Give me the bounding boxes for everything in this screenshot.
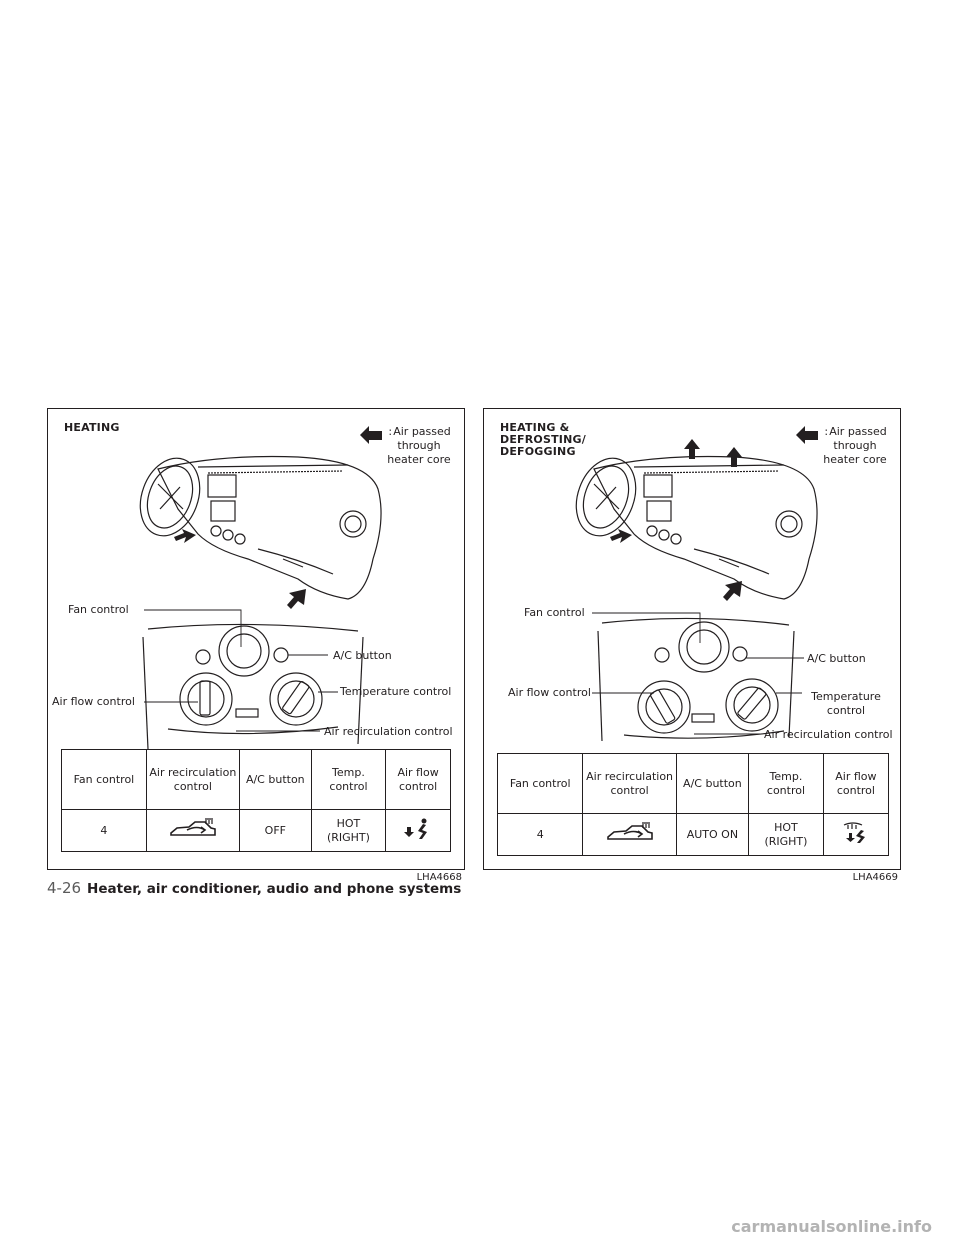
callout-temperature-control: Temperature control (811, 690, 881, 717)
legend: :Air passed through heater core (796, 425, 890, 467)
header-air-recirculation-control: Air recirculation control (145, 749, 240, 810)
diagram-panel-heating-defrosting: HEATING & DEFROSTING/ DEFOGGING :Air pas… (483, 408, 901, 883)
cell-ac-value: OFF (238, 809, 312, 852)
heated-air-arrow-icon (796, 426, 818, 444)
header-air-flow-control: Air flow control (822, 753, 890, 814)
cell-recirc-value (582, 813, 677, 856)
cell-recirc-value (145, 809, 240, 852)
cell-airflow-value (385, 809, 451, 852)
header-air-recirculation-control: Air recirculation control (582, 753, 677, 814)
callout-fan-control: Fan control (68, 603, 129, 616)
foot-defrost-vent-icon (843, 821, 865, 843)
header-fan-control: Fan control (496, 753, 584, 814)
cell-airflow-value (822, 813, 890, 856)
cell-fan-value: 4 (61, 809, 147, 852)
watermark: carmanualsonline.info (731, 1217, 932, 1236)
foot-vent-icon (404, 818, 428, 839)
callout-air-flow-control: Air flow control (508, 686, 591, 699)
table-row: 4 AUTO ON HOT (RIGHT) (496, 813, 890, 856)
callout-temperature-control: Temperature control (340, 685, 452, 698)
callout-air-flow-control: Air flow control (52, 695, 135, 708)
header-ac-button: A/C button (675, 753, 750, 814)
header-fan-control: Fan control (61, 749, 147, 810)
legend-text: Air passed through heater core (387, 425, 451, 466)
page-footer: 4-26 Heater, air conditioner, audio and p… (47, 878, 461, 897)
legend-text: Air passed through heater core (823, 425, 887, 466)
diagram-panel-heating: HEATING :Air passed through heater core … (47, 408, 465, 883)
dashboard-illustration (139, 455, 382, 750)
figure-code: LHA4668 (416, 872, 462, 883)
recirculation-off-icon (606, 821, 653, 840)
callout-air-recirculation-control: Air recirculation control (324, 725, 453, 738)
header-temp-control: Temp. control (748, 753, 824, 814)
cell-temp-value: HOT (RIGHT) (748, 813, 824, 856)
settings-table: Fan control Air recirculation control A/… (61, 749, 451, 852)
callout-air-recirculation-control: Air recirculation control (764, 728, 893, 741)
section-heading: HEATING & DEFROSTING/ DEFOGGING (500, 421, 586, 458)
dashboard-illustration (575, 439, 818, 742)
cell-ac-value: AUTO ON (675, 813, 750, 856)
heated-air-arrow-icon (360, 426, 382, 444)
cell-fan-value: 4 (496, 813, 584, 856)
recirculation-off-icon (170, 817, 216, 836)
cell-temp-value: HOT (RIGHT) (310, 809, 387, 852)
legend: :Air passed through heater core (360, 425, 454, 467)
table-row: 4 OFF HOT (RIGHT) (61, 809, 451, 852)
header-air-flow-control: Air flow control (385, 749, 451, 810)
figure-code: LHA4669 (852, 872, 898, 883)
callout-ac-button: A/C button (807, 652, 866, 665)
settings-table: Fan control Air recirculation control A/… (496, 753, 890, 856)
callout-ac-button: A/C button (333, 649, 392, 662)
table-header-row: Fan control Air recirculation control A/… (61, 749, 451, 810)
callout-fan-control: Fan control (524, 606, 585, 619)
header-ac-button: A/C button (238, 749, 312, 810)
section-title: Heater, air conditioner, audio and phone… (87, 881, 462, 897)
section-heading: HEATING (64, 421, 120, 434)
header-temp-control: Temp. control (310, 749, 387, 810)
table-header-row: Fan control Air recirculation control A/… (496, 753, 890, 814)
page-number: 4-26 (47, 879, 82, 897)
